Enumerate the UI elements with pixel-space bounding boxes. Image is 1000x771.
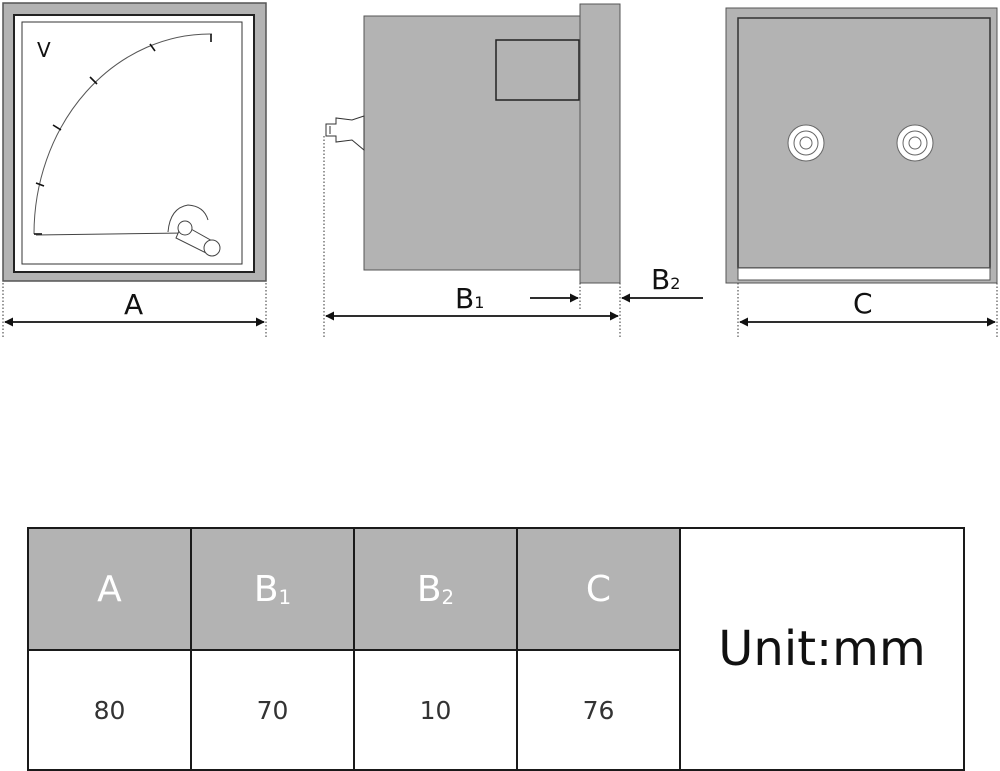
meter-unit-label: V	[37, 38, 51, 62]
header-b2: B2	[353, 527, 518, 651]
table-header-row: A B1 B2 C Unit:mm	[27, 527, 965, 771]
dim-a-label: A	[124, 288, 143, 321]
table-value-row: 80 70 10 76	[27, 649, 964, 771]
terminal-connector	[325, 115, 365, 152]
value-a: 80	[27, 649, 192, 771]
dim-b2-label: B2	[651, 263, 680, 296]
value-b2: 10	[353, 649, 518, 771]
dial-face	[21, 21, 243, 265]
scale-arc	[33, 33, 213, 235]
side-label-window	[495, 39, 580, 101]
terminal-screw-right	[896, 124, 934, 162]
side-view	[325, 3, 621, 284]
meter-pointer	[35, 232, 186, 236]
dimension-drawing: V	[2, 2, 998, 338]
side-body	[363, 15, 581, 271]
header-b1: B1	[190, 527, 355, 651]
dimension-table: A B1 B2 C Unit:mm 80 70 10 76	[27, 527, 965, 771]
rear-view	[725, 7, 998, 284]
front-view: V	[2, 2, 267, 282]
value-b1: 70	[190, 649, 355, 771]
dim-b1-label: B1	[455, 282, 484, 315]
rear-bottom-strip	[737, 267, 991, 281]
rear-body	[737, 17, 991, 269]
header-c: C	[516, 527, 681, 651]
zero-adjuster	[167, 204, 221, 257]
value-c: 76	[516, 649, 681, 771]
side-bezel-flange	[579, 3, 621, 284]
header-a: A	[27, 527, 192, 651]
terminal-screw-left	[787, 124, 825, 162]
scale-ticks	[34, 34, 212, 235]
dimension-lines	[2, 136, 998, 338]
dim-c-label: C	[853, 287, 873, 320]
unit-note: Unit:mm	[679, 527, 965, 771]
